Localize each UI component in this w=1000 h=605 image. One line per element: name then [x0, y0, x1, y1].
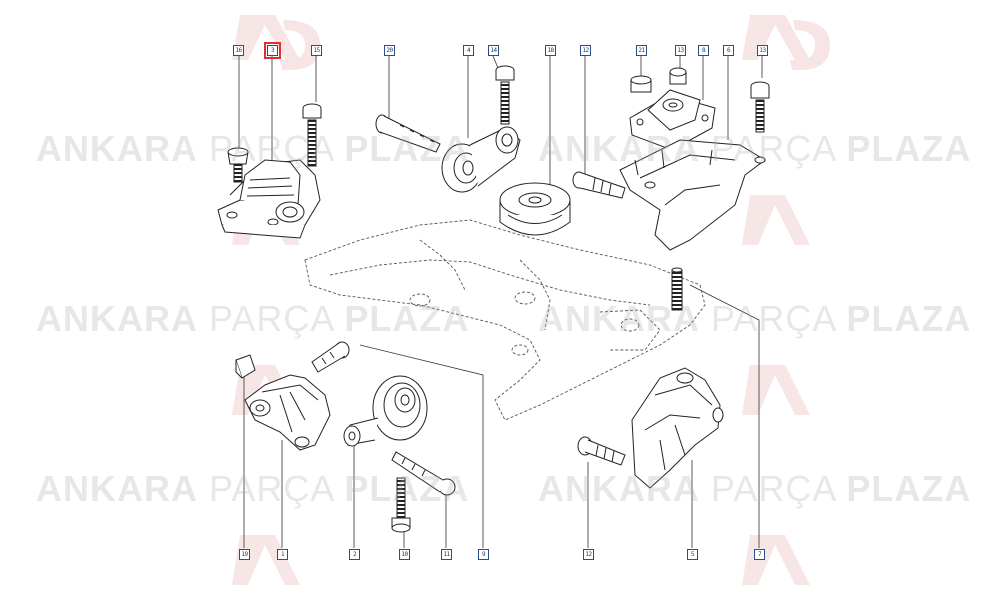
callout-part-1[interactable]: 1	[277, 549, 288, 560]
callout-part-13[interactable]: 13	[757, 45, 768, 56]
callout-part-12[interactable]: 12	[583, 549, 594, 560]
callout-part-6[interactable]: 6	[723, 45, 734, 56]
part-19-block	[235, 354, 256, 379]
part-5-bracket	[631, 367, 724, 489]
part-8-right-mount	[629, 89, 716, 151]
part-3-left-mount	[217, 159, 321, 239]
callout-part-18[interactable]: 18	[545, 45, 556, 56]
callout-part-21[interactable]: 21	[636, 45, 647, 56]
part-6-bracket	[619, 139, 766, 251]
callout-part-13[interactable]: 13	[675, 45, 686, 56]
part-14-bolt	[495, 65, 515, 125]
part-16-bolt	[227, 147, 249, 183]
part-18-bushing	[499, 182, 571, 236]
part-11-bolt	[391, 451, 456, 496]
callout-part-8[interactable]: 8	[698, 45, 709, 56]
part-2-torque-rod	[343, 375, 428, 447]
callout-part-7[interactable]: 7	[754, 549, 765, 560]
callout-part-15[interactable]: 15	[311, 45, 322, 56]
part-12-bolt-bottom	[577, 436, 626, 466]
part-10-bolt	[391, 477, 411, 533]
part-12-bolt-top	[572, 171, 626, 199]
part-4-torque-link	[441, 126, 521, 193]
callout-part-12[interactable]: 12	[580, 45, 591, 56]
watermark-logos	[232, 15, 830, 585]
callout-part-20[interactable]: 20	[384, 45, 395, 56]
part-20-bolt	[375, 114, 441, 153]
part-13-bolt	[750, 81, 770, 133]
callout-part-4[interactable]: 4	[463, 45, 474, 56]
callout-part-14[interactable]: 14	[488, 45, 499, 56]
callout-part-3[interactable]: 3	[264, 42, 281, 59]
leader-lines	[238, 55, 763, 548]
callout-part-9[interactable]: 9	[478, 549, 489, 560]
callout-part-11[interactable]: 11	[441, 549, 452, 560]
part-13-nut	[669, 67, 687, 85]
callout-part-2[interactable]: 2	[349, 549, 360, 560]
part-21-nut	[630, 75, 652, 93]
callout-part-19[interactable]: 19	[239, 549, 250, 560]
subframe-outline	[304, 219, 706, 421]
part-1-bracket	[244, 374, 331, 451]
part-15-bolt	[302, 103, 322, 167]
part-7-stud	[671, 267, 683, 311]
callout-part-5[interactable]: 5	[687, 549, 698, 560]
part-9-bolt	[311, 341, 350, 373]
callout-part-10[interactable]: 10	[399, 549, 410, 560]
callout-part-16[interactable]: 16	[233, 45, 244, 56]
